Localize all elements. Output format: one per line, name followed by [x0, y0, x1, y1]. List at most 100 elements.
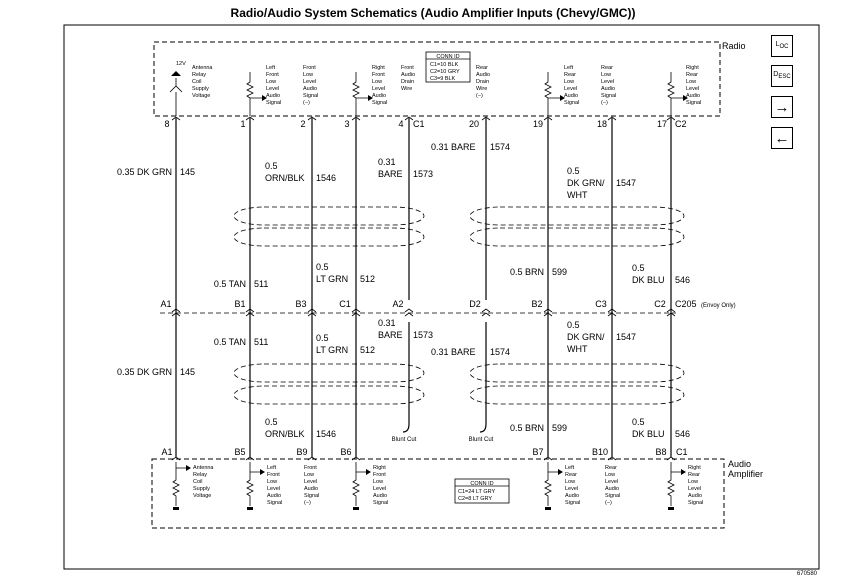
- label-text: B10: [592, 447, 608, 457]
- label-text: 1: [240, 119, 245, 129]
- amp-desc-0-line-0: Antenna: [193, 465, 214, 471]
- amp-desc-2-line-0: Front: [304, 465, 317, 471]
- radio-desc-3-line-5: Signal: [372, 100, 387, 106]
- radio-desc-6-line-3: Level: [564, 86, 577, 92]
- radio-desc-2-line-1: Low: [303, 72, 313, 78]
- amp-desc-5-line-5: (−): [605, 500, 612, 506]
- radio-desc-7-line-0: Rear: [601, 65, 613, 71]
- amp-desc-5-line-1: Low: [605, 472, 615, 478]
- amp-desc-0-line-3: Supply: [193, 486, 210, 492]
- radio-12v-label: 12V: [176, 61, 186, 67]
- label-text: B9: [296, 447, 307, 457]
- amp-desc-0-line-1: Relay: [193, 472, 207, 478]
- shield-front-lower-2: [233, 385, 425, 405]
- amplifier-box: [151, 458, 725, 529]
- label-text: B8: [655, 447, 666, 457]
- shield-front-upper-1: [233, 206, 425, 226]
- arrow-right-icon: →: [774, 98, 790, 116]
- radio-desc-0-line-0: Antenna: [192, 65, 213, 71]
- radio-desc-5-line-0: Rear: [476, 65, 488, 71]
- amp-desc-2-line-5: (−): [304, 500, 311, 506]
- radio-desc-0-line-1: Relay: [192, 72, 206, 78]
- radio-desc-2-line-3: Audio: [303, 86, 317, 92]
- label-text: 512: [360, 345, 375, 355]
- shield-front-upper-2: [233, 227, 425, 247]
- pin-chevrons: [171, 116, 676, 461]
- amp-desc-3-line-0: Right: [373, 465, 386, 471]
- label-text: ORN/BLK: [265, 173, 305, 183]
- radio-desc-6-line-0: Left: [564, 65, 574, 71]
- label-text: WHT: [567, 344, 588, 354]
- radio-12v-arrow: [171, 71, 181, 76]
- label-text: 0.5: [632, 417, 645, 427]
- label-text: DK GRN/: [567, 178, 605, 188]
- radio-desc-7-line-5: (−): [601, 100, 608, 106]
- wire-1573: [402, 118, 410, 433]
- previous-button[interactable]: ←: [771, 127, 793, 149]
- label-text: C2=8 LT GRY: [458, 496, 492, 502]
- label-text: 1546: [316, 173, 336, 183]
- amp-desc-5-line-0: Rear: [605, 465, 617, 471]
- description-button[interactable]: DESC: [771, 65, 793, 87]
- radio-desc-5-line-1: Audio: [476, 72, 490, 78]
- label-text: BARE: [378, 169, 403, 179]
- radio-desc-6-line-5: Signal: [564, 100, 579, 106]
- radio-desc-8-line-3: Level: [686, 86, 699, 92]
- radio-desc-6-line-4: Audio: [564, 93, 578, 99]
- amp-resistor-right-rear: [667, 462, 681, 506]
- label-text: LT GRN: [316, 274, 348, 284]
- radio-desc-8-line-0: Right: [686, 65, 699, 71]
- shield-rear-upper-1: [469, 206, 685, 226]
- label-text: BARE: [378, 330, 403, 340]
- label-text: 8: [164, 119, 169, 129]
- label-text: C1: [413, 119, 425, 129]
- radio-desc-1-line-1: Front: [266, 72, 279, 78]
- figure-id: 670580: [797, 571, 818, 577]
- amp-desc-6-line-5: Signal: [688, 500, 703, 506]
- radio-desc-4-line-0: Front: [401, 65, 414, 71]
- amp-desc-4-line-5: Signal: [565, 500, 580, 506]
- amp-desc-0-line-2: Coil: [193, 479, 202, 485]
- label-text: 0.5 TAN: [214, 279, 246, 289]
- label-text: D2: [469, 299, 481, 309]
- amp-desc-3-line-2: Low: [373, 479, 383, 485]
- amp-internal-symbols: [172, 462, 681, 506]
- blunt-cut-1574: Blunt Cut: [469, 437, 494, 443]
- label-text: 1546: [316, 429, 336, 439]
- radio-desc-5-line-2: Drain: [476, 79, 489, 85]
- label-text: 0.31: [378, 157, 396, 167]
- label-text: B5: [234, 447, 245, 457]
- locator-button[interactable]: LOC: [771, 35, 793, 57]
- label-text: 145: [180, 167, 195, 177]
- label-text: C2: [675, 119, 687, 129]
- radio-desc-8-line-5: Signal: [686, 100, 701, 106]
- shield-rear-lower-2: [469, 385, 685, 405]
- label-text: A1: [161, 447, 172, 457]
- upper-wire-labels: 0.35 DK GRN 145 0.5 ORN/BLK 1546 0.31 BA…: [117, 142, 690, 289]
- amp-desc-4-line-4: Audio: [565, 493, 579, 499]
- radio-desc-4-line-3: Wire: [401, 86, 412, 92]
- next-button[interactable]: →: [771, 96, 793, 118]
- amp-desc-2-line-2: Level: [304, 479, 317, 485]
- amp-desc-3-line-1: Front: [373, 472, 386, 478]
- radio-desc-0-line-3: Supply: [192, 86, 209, 92]
- radio-desc-3-line-4: Audio: [372, 93, 386, 99]
- radio-desc-2-line-5: (−): [303, 100, 310, 106]
- amp-desc-0-line-4: Voltage: [193, 493, 211, 499]
- description-icon: DESC: [773, 71, 791, 80]
- radio-desc-2-line-0: Front: [303, 65, 316, 71]
- label-text: C1: [339, 299, 351, 309]
- radio-desc-1-line-5: Signal: [266, 100, 281, 106]
- shield-group: [233, 206, 685, 405]
- label-text: 1574: [490, 142, 510, 152]
- radio-desc-2-line-4: Signal: [303, 93, 318, 99]
- amp-resistor-antenna: [172, 462, 186, 506]
- amp-desc-1-line-4: Audio: [267, 493, 281, 499]
- amp-resistor-left-rear: [544, 462, 558, 506]
- label-text: WHT: [567, 190, 588, 200]
- radio-desc-4-line-1: Audio: [401, 72, 415, 78]
- label-text: 0.5: [265, 417, 278, 427]
- label-text: DK BLU: [632, 429, 665, 439]
- label-text: ORN/BLK: [265, 429, 305, 439]
- amp-arrowheads-grounds: [173, 465, 686, 510]
